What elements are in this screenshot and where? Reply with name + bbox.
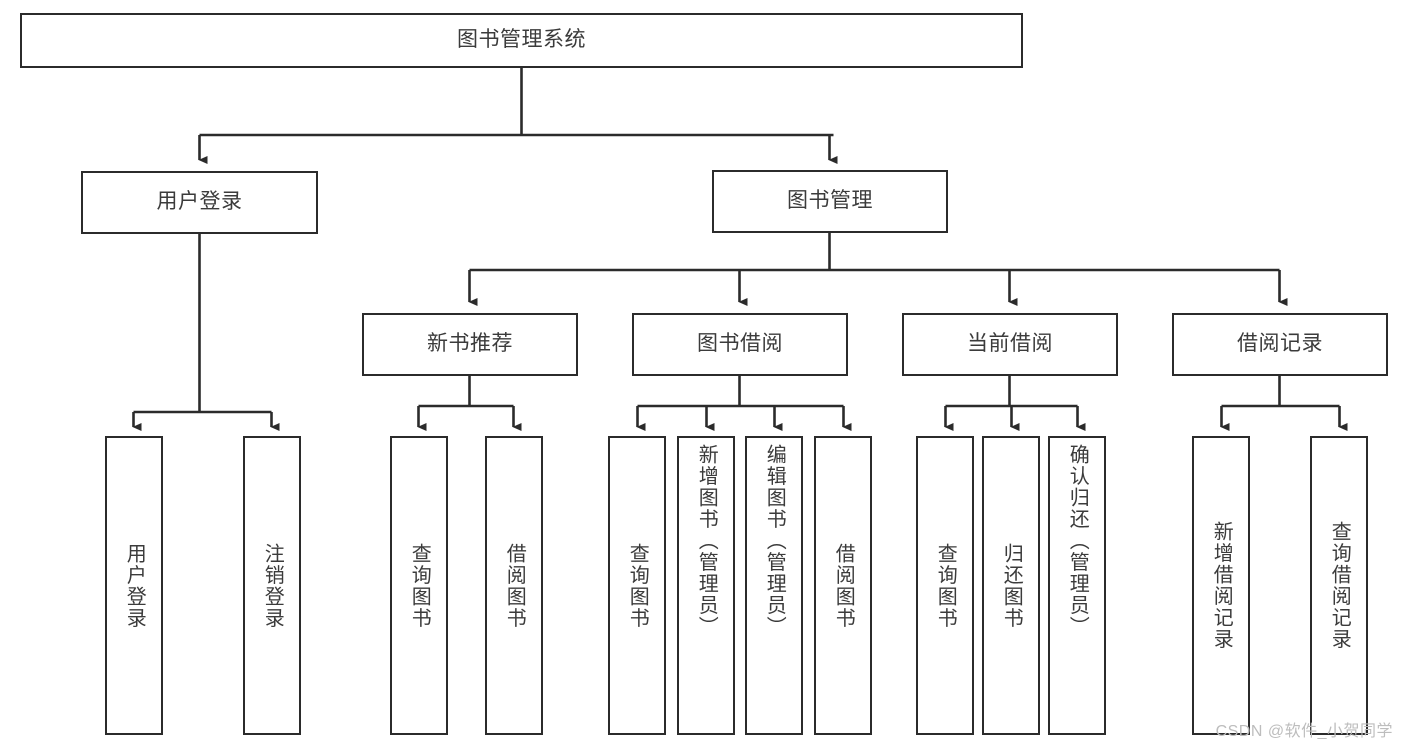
leaf-add-borrow-record[interactable]: 新增借阅记录 xyxy=(1192,436,1250,735)
node-label: 查询借阅记录 xyxy=(1328,521,1351,650)
node-label: 借阅图书 xyxy=(832,542,855,629)
node-label: 用户登录 xyxy=(156,190,243,214)
node-label: 查询图书 xyxy=(408,542,431,629)
leaf-user-login[interactable]: 用户登录 xyxy=(105,436,163,735)
node-root-book-management-system[interactable]: 图书管理系统 xyxy=(20,13,1023,68)
node-label: 图书管理 xyxy=(787,189,873,213)
node-user-login[interactable]: 用户登录 xyxy=(81,171,318,234)
node-current-borrow[interactable]: 当前借阅 xyxy=(902,313,1118,376)
node-label: 图书借阅 xyxy=(697,332,783,356)
leaf-query-borrow-record[interactable]: 查询借阅记录 xyxy=(1310,436,1368,735)
node-label: 查询图书 xyxy=(934,542,957,629)
node-label: 查询图书 xyxy=(626,542,649,629)
node-label: 新增借阅记录 xyxy=(1210,521,1233,650)
leaf-borrow-book-new-recommend[interactable]: 借阅图书 xyxy=(485,436,543,735)
leaf-return-book[interactable]: 归还图书 xyxy=(982,436,1040,735)
leaf-query-book-current[interactable]: 查询图书 xyxy=(916,436,974,735)
node-label: 新书推荐 xyxy=(427,332,513,356)
node-book-management[interactable]: 图书管理 xyxy=(712,170,948,233)
node-label: 借阅图书 xyxy=(503,542,526,629)
node-label: 确认归还（管理员） xyxy=(1066,444,1089,638)
node-new-book-recommend[interactable]: 新书推荐 xyxy=(362,313,578,376)
leaf-query-book-new-recommend[interactable]: 查询图书 xyxy=(390,436,448,735)
leaf-add-book-admin[interactable]: 新增图书（管理员） xyxy=(677,436,735,735)
node-book-borrow[interactable]: 图书借阅 xyxy=(632,313,848,376)
leaf-logout[interactable]: 注销登录 xyxy=(243,436,301,735)
node-label: 用户登录 xyxy=(123,542,146,629)
csdn-watermark: CSDN @软件_小贺同学 xyxy=(1215,723,1393,740)
node-label: 归还图书 xyxy=(1000,542,1023,629)
node-label: 借阅记录 xyxy=(1237,332,1323,356)
node-label: 当前借阅 xyxy=(967,332,1053,356)
node-label: 图书管理系统 xyxy=(457,28,586,52)
leaf-borrow-book[interactable]: 借阅图书 xyxy=(814,436,872,735)
leaf-query-book-borrow[interactable]: 查询图书 xyxy=(608,436,666,735)
node-label: 注销登录 xyxy=(261,542,284,629)
node-borrow-record[interactable]: 借阅记录 xyxy=(1172,313,1388,376)
leaf-confirm-return-admin[interactable]: 确认归还（管理员） xyxy=(1048,436,1106,735)
leaf-edit-book-admin[interactable]: 编辑图书（管理员） xyxy=(745,436,803,735)
node-label: 新增图书（管理员） xyxy=(695,444,718,638)
node-label: 编辑图书（管理员） xyxy=(763,444,786,638)
